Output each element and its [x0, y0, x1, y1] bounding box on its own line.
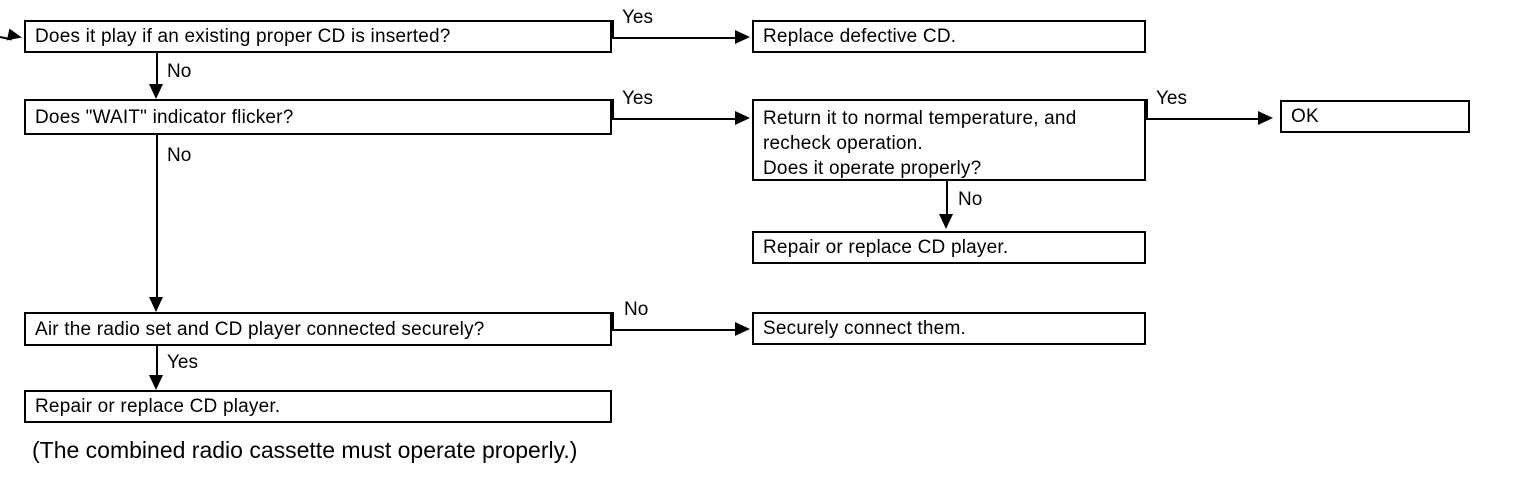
- edge-connected-no-arrowhead: [735, 322, 750, 336]
- node-action-securely-connect-them[interactable]: Securely connect them.: [752, 312, 1146, 345]
- edge-play-yes-riser: [612, 20, 614, 37]
- edge-label-play-yes: Yes: [622, 7, 653, 28]
- edge-play-yes-line: [612, 37, 739, 39]
- node-action-ok[interactable]: OK: [1280, 100, 1470, 133]
- edge-label-wait-yes: Yes: [622, 88, 653, 109]
- edge-play-no-line: [156, 53, 158, 85]
- edge-play-no-arrowhead: [149, 84, 163, 99]
- node-action-repair-replace-bottom[interactable]: Repair or replace CD player.: [24, 390, 612, 423]
- node-action-replace-defective-cd[interactable]: Replace defective CD.: [752, 20, 1146, 53]
- edge-temp-no-arrowhead: [939, 214, 953, 229]
- node-question-play-existing-cd[interactable]: Does it play if an existing proper CD is…: [24, 20, 612, 53]
- edge-wait-yes-arrowhead: [735, 111, 750, 125]
- edge-label-play-no: No: [167, 61, 192, 82]
- edge-wait-yes-riser: [612, 99, 614, 118]
- footnote-text: (The combined radio cassette must operat…: [32, 437, 578, 463]
- edge-label-connected-no: No: [624, 299, 649, 320]
- edge-wait-no-line: [156, 135, 158, 300]
- edge-label-temp-no: No: [958, 189, 983, 210]
- edge-wait-no-arrowhead: [149, 297, 163, 312]
- edge-connected-no-line: [612, 329, 739, 331]
- edge-temp-yes-line: [1146, 118, 1262, 120]
- entry-arrow-icon: [6, 28, 24, 44]
- edge-connected-yes-arrowhead: [149, 375, 163, 390]
- edge-label-wait-no: No: [167, 145, 192, 166]
- edge-temp-no-line: [946, 181, 948, 217]
- edge-play-yes-arrowhead: [735, 30, 750, 44]
- node-action-repair-replace-middle[interactable]: Repair or replace CD player.: [752, 231, 1146, 264]
- node-question-connected-securely[interactable]: Air the radio set and CD player connecte…: [24, 312, 612, 346]
- edge-connected-no-riser: [612, 312, 614, 329]
- edge-temp-yes-arrowhead: [1258, 111, 1273, 125]
- edge-temp-yes-riser: [1146, 99, 1148, 118]
- edge-wait-yes-line: [612, 118, 739, 120]
- edge-label-temp-yes: Yes: [1156, 88, 1187, 109]
- edge-connected-yes-line: [156, 346, 158, 377]
- node-action-return-normal-temperature[interactable]: Return it to normal temperature, and rec…: [752, 99, 1146, 181]
- node-question-wait-indicator[interactable]: Does "WAIT" indicator flicker?: [24, 99, 612, 135]
- edge-label-connected-yes: Yes: [167, 352, 198, 373]
